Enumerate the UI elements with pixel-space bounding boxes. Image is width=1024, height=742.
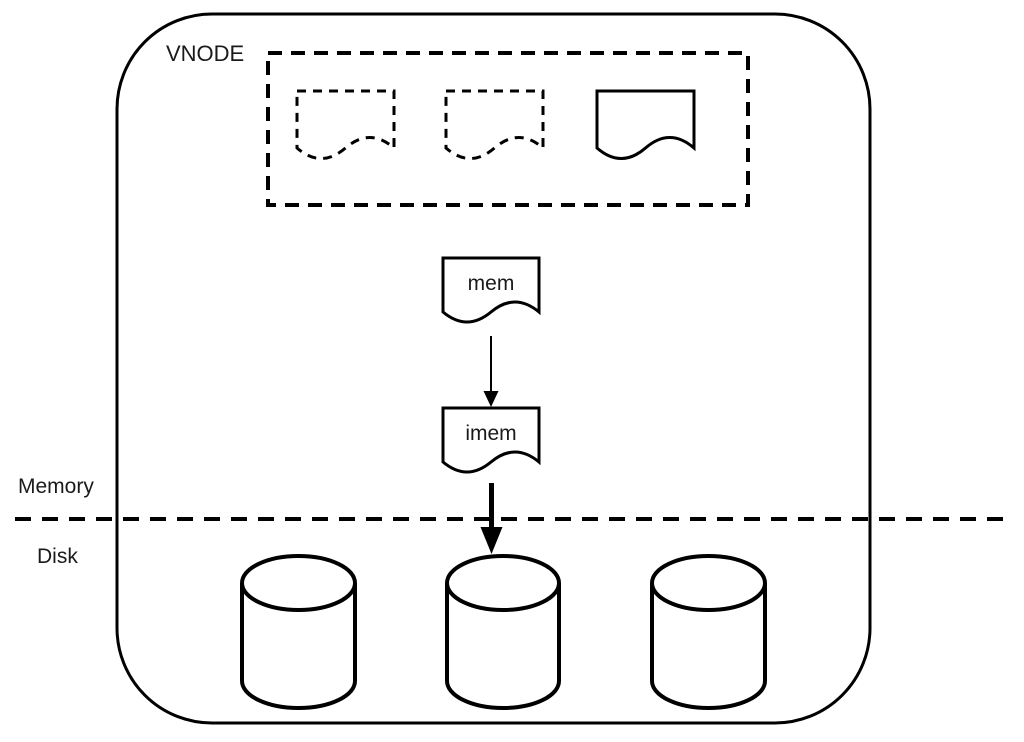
disk-cylinder-icon-2 — [445, 554, 561, 710]
imem-to-disk-arrow — [480, 483, 503, 554]
document-icon-cached — [595, 89, 696, 160]
bold-arrowhead-down-icon — [480, 527, 503, 554]
document-icon-empty-slot-1 — [295, 89, 396, 160]
mem-document-icon — [441, 256, 541, 324]
disk-cylinder-icon-3 — [650, 554, 767, 710]
disk-label: Disk — [37, 545, 78, 568]
document-icon-empty-slot-2 — [444, 89, 545, 160]
buffer-cache-box — [266, 51, 750, 207]
mem-label: mem — [467, 272, 515, 295]
vnode-box — [115, 12, 872, 725]
arrowhead-down-icon — [483, 391, 499, 407]
mem-to-imem-arrow — [483, 336, 499, 407]
vnode-label: VNODE — [166, 41, 245, 66]
imem-document-icon — [441, 406, 541, 474]
memory-label: Memory — [18, 475, 94, 498]
imem-label: imem — [465, 422, 517, 445]
disk-cylinder-icon-1 — [240, 554, 357, 710]
